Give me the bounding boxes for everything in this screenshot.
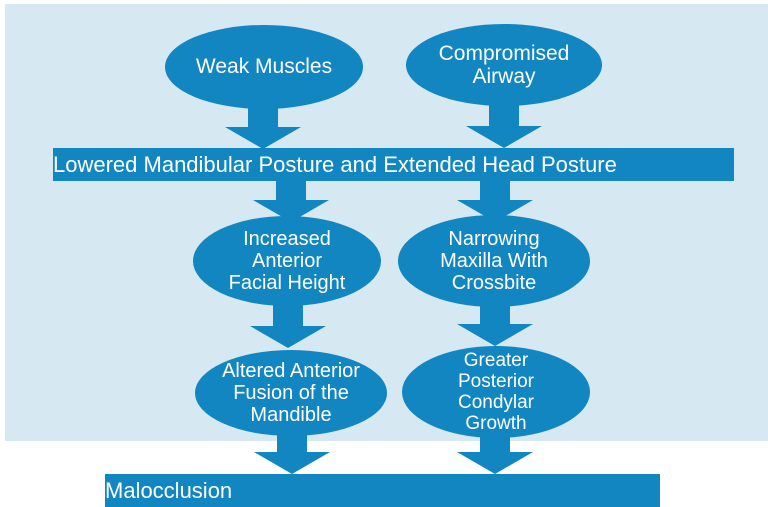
node-greater-posterior-condylar-growth-label: Greater Posterior Condylar Growth xyxy=(457,350,535,434)
node-greater-posterior-condylar-growth: Greater Posterior Condylar Growth xyxy=(402,346,590,438)
node-malocclusion-bar: Malocclusion xyxy=(105,474,660,507)
node-narrowing-maxilla-with-crossbite: Narrowing Maxilla With Crossbite xyxy=(398,215,590,307)
node-weak-muscles: Weak Muscles xyxy=(165,25,363,109)
down-arrow-icon xyxy=(254,430,330,474)
down-arrow-icon xyxy=(457,430,533,474)
node-malocclusion-bar-label: Malocclusion xyxy=(105,477,233,503)
diagram-background-panel xyxy=(5,4,768,441)
node-altered-anterior-fusion: Altered Anterior Fusion of the Mandible xyxy=(195,350,387,436)
node-compromised-airway-label: Compromised Airway xyxy=(438,42,570,88)
down-arrow-icon xyxy=(457,178,533,222)
down-arrow-icon xyxy=(225,105,301,149)
down-arrow-icon xyxy=(466,104,542,148)
down-arrow-icon xyxy=(457,302,533,346)
node-altered-anterior-fusion-label: Altered Anterior Fusion of the Mandible xyxy=(222,360,360,426)
node-lowered-posture-bar: Lowered Mandibular Posture and Extended … xyxy=(53,148,734,181)
down-arrow-icon xyxy=(250,304,326,348)
down-arrow-icon xyxy=(253,178,329,222)
node-weak-muscles-label: Weak Muscles xyxy=(195,55,333,78)
node-increased-anterior-facial-height-label: Increased Anterior Facial Height xyxy=(228,228,346,294)
node-narrowing-maxilla-with-crossbite-label: Narrowing Maxilla With Crossbite xyxy=(440,228,548,294)
node-increased-anterior-facial-height: Increased Anterior Facial Height xyxy=(193,216,381,306)
node-lowered-posture-bar-label: Lowered Mandibular Posture and Extended … xyxy=(53,151,617,177)
node-compromised-airway: Compromised Airway xyxy=(406,24,602,106)
